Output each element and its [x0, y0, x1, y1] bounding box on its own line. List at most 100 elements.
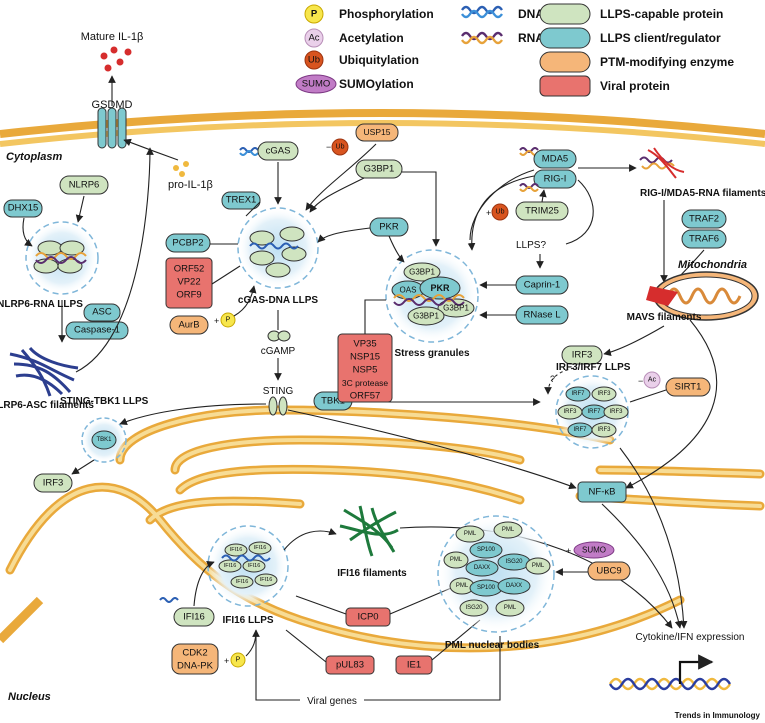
ifi16-in-d: IFI16 [248, 563, 261, 569]
cytoplasm-label: Cytoplasm [6, 151, 62, 163]
cgas-ub-minus: − [326, 142, 331, 152]
mature-il1b-label: Mature IL-1β [81, 31, 144, 43]
cytokine-label: Cytokine/IFN expression [636, 632, 745, 643]
dnapk-label: DNA-PK [177, 661, 214, 672]
isg20-a: ISG20 [505, 559, 523, 565]
dhx15-label: DHX15 [8, 203, 39, 214]
mavs-filaments-label: MAVS filaments [627, 312, 702, 323]
pml-cluster [443, 521, 551, 617]
rigi-label: RIG-I [544, 174, 567, 185]
trim25-to-rigi-arrow [539, 189, 547, 203]
nlrp6-rna-llps-label: NLRP6-RNA LLPS [0, 299, 83, 310]
cgas-viral-box [165, 257, 213, 309]
aurb-plus: + [214, 316, 219, 326]
cdk2-dnapk-box [171, 643, 219, 675]
trex1-label: TREX1 [226, 195, 257, 206]
irf3-irf7-llps-label: IRF3/IRF7 LLPS [556, 362, 631, 373]
pro-il1b-dots [173, 161, 189, 177]
sting-label: STING [263, 386, 294, 397]
pcbp2-label: PCBP2 [172, 238, 203, 249]
irf-ac-minus: − [638, 376, 643, 386]
ubiq-symbol: Ub [308, 55, 320, 66]
sting-dimer [268, 396, 288, 416]
pml-d: PML [532, 563, 545, 569]
nlrp6-label: NLRP6 [69, 180, 100, 191]
protease3c-label: 3C protease [342, 378, 389, 388]
mitochondria-label: Mitochondria [678, 259, 747, 271]
ifi16-filaments-label: IFI16 filaments [337, 568, 407, 579]
ifi16-pill [173, 607, 215, 627]
cgas-ub-text: Ub [336, 144, 345, 151]
legend: P Phosphorylation Ac Acetylation Ub Ubiq… [295, 3, 734, 97]
irf3-pill-right [561, 345, 603, 365]
phospho-symbol: P [311, 9, 318, 20]
sp100-a: SP100 [477, 547, 496, 553]
irf7-c: IRF7 [573, 427, 587, 433]
ifi16-filaments-to-expression [399, 526, 673, 629]
icp0-inhibit-ifi16 [295, 595, 347, 615]
aurb-arrow [233, 285, 257, 317]
viral-genes-line [255, 630, 501, 701]
mda5-pill [533, 149, 577, 169]
nsp15-label: NSP15 [350, 352, 380, 363]
legend-llps-client: LLPS client/regulator [600, 31, 721, 45]
trim25-ub-icon [491, 203, 509, 221]
cgas-label: cGAS [266, 146, 291, 157]
rig-filaments-label: RIG-I/MDA5-RNA filaments [640, 188, 765, 199]
mda5-label: MDA5 [542, 154, 568, 165]
dhx15-arrow [22, 217, 33, 247]
filament-to-gsdmd-line [75, 147, 154, 373]
ifi16-phospho-icon [230, 652, 246, 668]
irf7-b: IRF7 [587, 409, 601, 415]
nuclear-envelope-edge [0, 596, 44, 644]
cgas-top-dna [239, 147, 259, 156]
irf3-b: IRF3 [563, 409, 577, 415]
pro-il1b-label: pro-IL-1β [168, 179, 213, 191]
legend-acetylation: Acetylation [339, 31, 404, 45]
irf3-c: IRF3 [609, 409, 623, 415]
sting-to-llps-arrow [119, 403, 267, 426]
ifi16-in-f: IFI16 [260, 577, 273, 583]
sirt1-label: SIRT1 [675, 382, 702, 393]
tbk1-in-droplet [91, 430, 117, 450]
rigi-to-sg-arrow [467, 175, 535, 251]
pml-c: PML [450, 557, 463, 563]
nlrp6-rna-llps-droplet [25, 221, 99, 295]
trex1-inhibit [245, 201, 261, 217]
pml-bodies-label: PML nuclear bodies [445, 640, 540, 651]
nfkb-label: NF-κB [589, 487, 616, 498]
il1b-dots [100, 46, 132, 72]
journal-label: Trends in Immunology [675, 711, 761, 720]
ie1-label: IE1 [407, 660, 421, 671]
ifi16-llps-label: IFI16 LLPS [222, 615, 273, 626]
dhx15-pill [3, 199, 43, 218]
aurb-phospho-icon [220, 312, 236, 328]
ifi16-to-filaments-arrow [283, 527, 337, 551]
isg20-b: ISG20 [465, 605, 483, 611]
vp35-label: VP35 [353, 339, 376, 350]
ubc9-pill [587, 561, 631, 581]
icp0-label: ICP0 [357, 612, 378, 623]
cdk2-label: CDK2 [182, 648, 207, 659]
phosphorylation-icon [304, 4, 324, 24]
irf7-a: IRF7 [571, 391, 585, 397]
trim25-label: TRIM25 [525, 206, 559, 217]
usp15-label: USP15 [364, 127, 391, 137]
pul83-inhibit-ifi16 [285, 629, 327, 663]
cgas-cluster [249, 226, 307, 278]
rigi-llps-line [469, 169, 535, 241]
pkr-cgas-arrow [317, 227, 371, 243]
asc-pill [83, 303, 121, 322]
irf3-a: IRF3 [597, 391, 611, 397]
viral-genes-label: Viral genes [307, 696, 357, 707]
sirt1-inhibit [629, 389, 667, 403]
trim25-ub-text: Ub [496, 209, 505, 216]
usp15-arrow [305, 143, 377, 211]
ifi16-p-text: P [236, 657, 241, 664]
pml-e: PML [456, 583, 469, 589]
cgas-dna-llps-label: cGAS-DNA LLPS [238, 295, 319, 306]
legend-viral: Viral protein [600, 79, 670, 93]
mavs-to-irf3-arrow [603, 325, 665, 357]
ifi16-in-c: IFI16 [224, 563, 237, 569]
